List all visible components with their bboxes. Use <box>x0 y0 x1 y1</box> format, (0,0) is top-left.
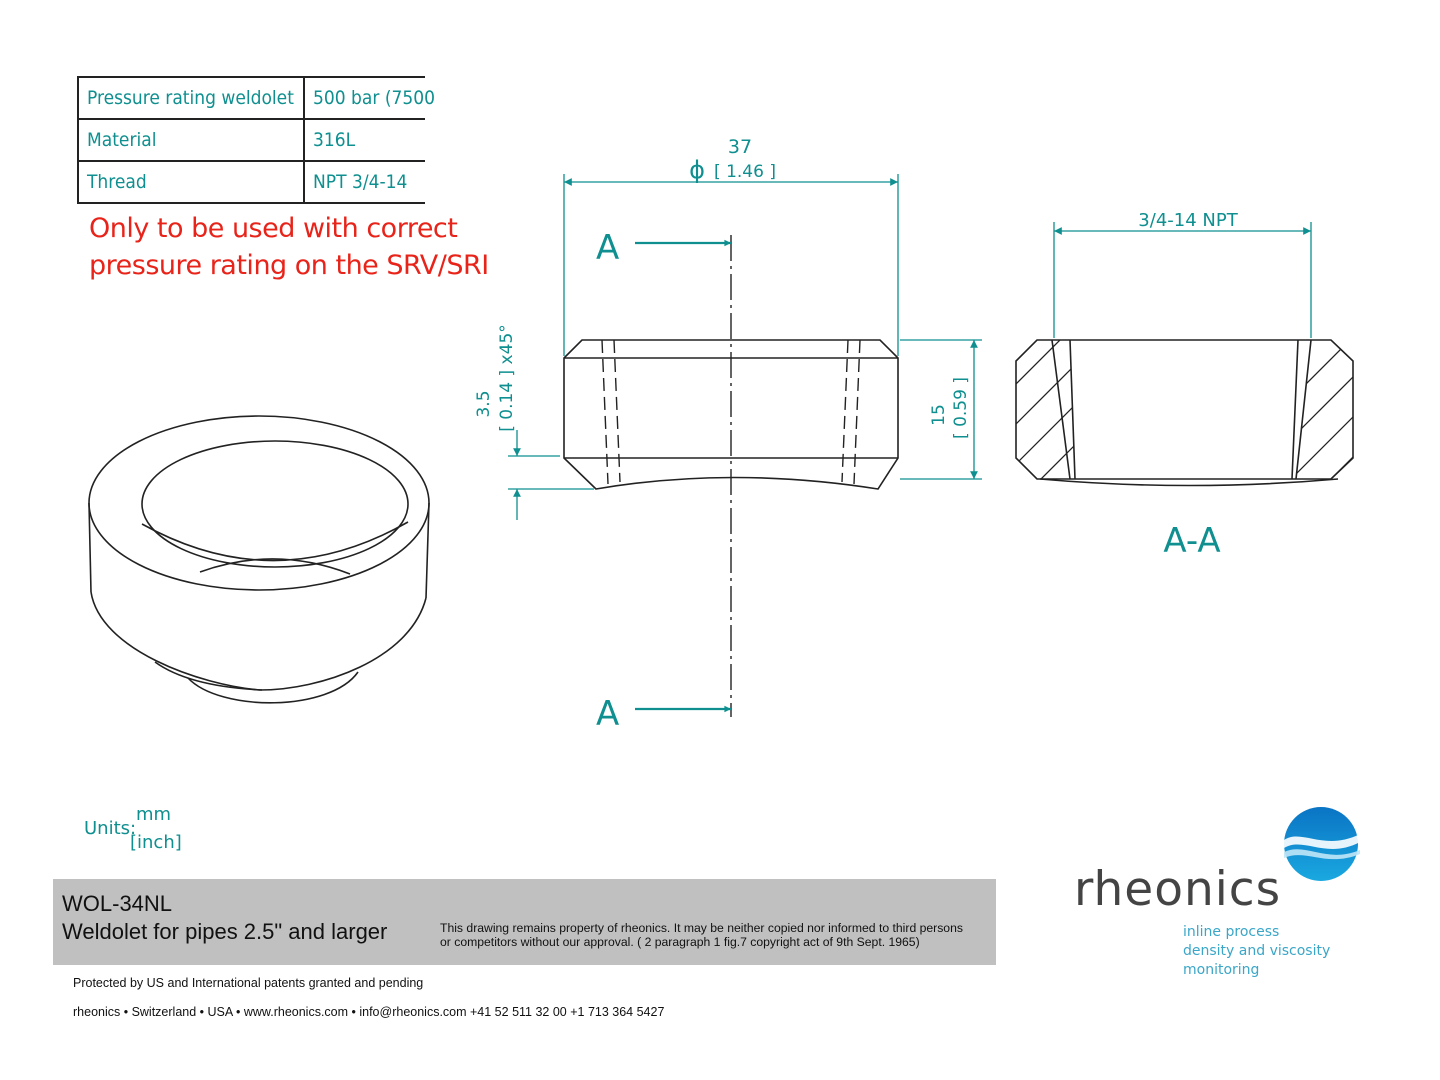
diameter-symbol: ϕ <box>689 156 705 184</box>
brand-name: rheonics <box>1074 862 1282 917</box>
isometric-view <box>88 415 430 704</box>
chamfer-dimension <box>508 430 594 520</box>
spec-label: Thread <box>77 160 305 204</box>
spec-value: NPT 3/4-14 <box>303 160 425 204</box>
spec-value: 500 bar (7500 <box>303 76 435 120</box>
height-mm-label: 15 <box>929 404 949 426</box>
section-view <box>1015 339 1354 487</box>
brand-tagline: inline process density and viscosity mon… <box>1183 923 1330 980</box>
spec-table: Pressure rating weldolet 500 bar (7500 M… <box>77 76 435 204</box>
tagline-line: inline process <box>1183 924 1280 940</box>
legal-line: This drawing remains property of rheonic… <box>440 921 963 935</box>
section-cut-markers <box>635 239 731 713</box>
units-mm: mm <box>136 804 172 825</box>
legal-notice: This drawing remains property of rheonic… <box>440 921 992 949</box>
diameter-dimension <box>563 174 899 356</box>
spec-row: Material 316L <box>77 118 425 162</box>
spec-row: Pressure rating weldolet 500 bar (7500 <box>77 76 435 120</box>
units-inch: [inch] <box>130 832 182 853</box>
part-code: WOL-34NL <box>62 891 173 916</box>
part-description: Weldolet for pipes 2.5" and larger <box>62 919 388 944</box>
section-marker-top: A <box>596 228 619 268</box>
diameter-inch-label: [ 1.46 ] <box>714 162 776 182</box>
title-block: WOL-34NL Weldolet for pipes 2.5" and lar… <box>53 879 996 965</box>
rheonics-logo-icon <box>1284 807 1360 881</box>
contact-info: rheonics • Switzerland • USA • www.rheon… <box>73 1005 665 1019</box>
chamfer-mm-label: 3.5 <box>474 390 494 417</box>
spec-label: Pressure rating weldolet <box>77 76 305 120</box>
spec-row: Thread NPT 3/4-14 <box>77 160 425 204</box>
height-dimension <box>900 339 982 480</box>
thread-dimension <box>1053 222 1312 338</box>
section-marker-bottom: A <box>596 694 619 734</box>
chamfer-inch-label: [ 0.14 ] x45° <box>497 324 517 432</box>
height-inch-label: [ 0.59 ] <box>951 377 971 439</box>
patent-notice: Protected by US and International patent… <box>73 976 424 990</box>
tagline-line: monitoring <box>1183 962 1260 978</box>
spec-label: Material <box>77 118 305 162</box>
section-label: A-A <box>1163 521 1220 561</box>
legal-line: or competitors without our approval. ( 2… <box>440 935 920 949</box>
tagline-line: density and viscosity <box>1183 943 1331 959</box>
thread-label: 3/4-14 NPT <box>1138 210 1238 231</box>
units-label: Units: <box>84 818 137 839</box>
spec-value: 316L <box>303 118 425 162</box>
diameter-mm-label: 37 <box>728 136 752 158</box>
warning-line: Only to be used with correct <box>89 213 458 244</box>
